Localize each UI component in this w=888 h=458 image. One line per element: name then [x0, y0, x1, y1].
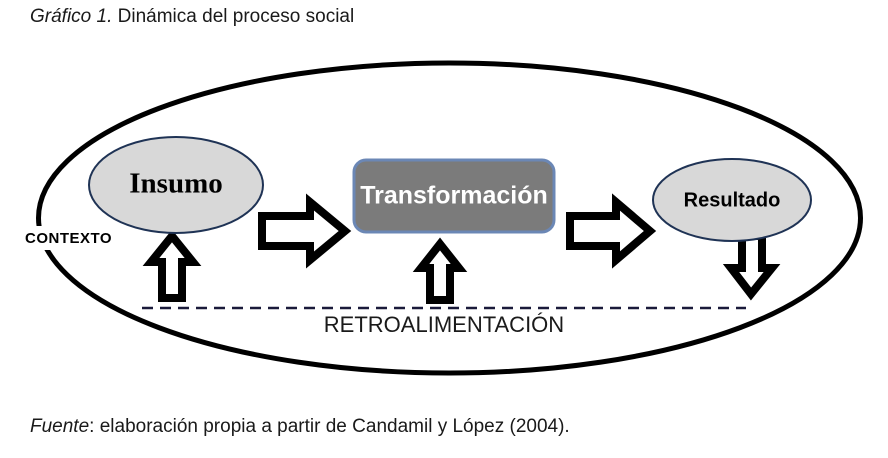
- node-transformacion[interactable]: [352, 158, 556, 234]
- node-insumo-label: Insumo: [129, 168, 223, 200]
- arrow-feedback-to-insumo: [142, 229, 202, 302]
- process-diagram: CONTEXTO RETROALIMENTACIÓN Insumo Transf…: [0, 48, 888, 388]
- figure-source-lead: Fuente: [30, 416, 90, 437]
- contexto-label: CONTEXTO: [25, 230, 112, 247]
- contexto-label-backdrop: [20, 226, 142, 250]
- retroalimentacion-label: RETROALIMENTACIÓN: [324, 312, 564, 337]
- node-insumo[interactable]: [88, 136, 264, 234]
- node-resultado-label: Resultado: [684, 189, 781, 211]
- figure-title-rest: Dinámica del proceso social: [112, 6, 355, 27]
- arrow-transformacion-to-resultado: [566, 193, 657, 269]
- node-resultado[interactable]: [652, 158, 812, 242]
- arrow-feedback-to-transformacion: [412, 237, 468, 304]
- figure-source-rest: : elaboración propia a partir de Candami…: [89, 416, 570, 437]
- figure-source: Fuente: elaboración propia a partir de C…: [30, 415, 570, 439]
- diagram-svg: CONTEXTO RETROALIMENTACIÓN Insumo Transf…: [20, 60, 863, 376]
- figure-title-lead: Gráfico 1.: [30, 6, 113, 27]
- node-transformacion-label: Transformación: [360, 182, 548, 210]
- arrow-insumo-to-transformacion: [258, 193, 352, 269]
- figure-title: Gráfico 1. Dinámica del proceso social: [30, 5, 354, 29]
